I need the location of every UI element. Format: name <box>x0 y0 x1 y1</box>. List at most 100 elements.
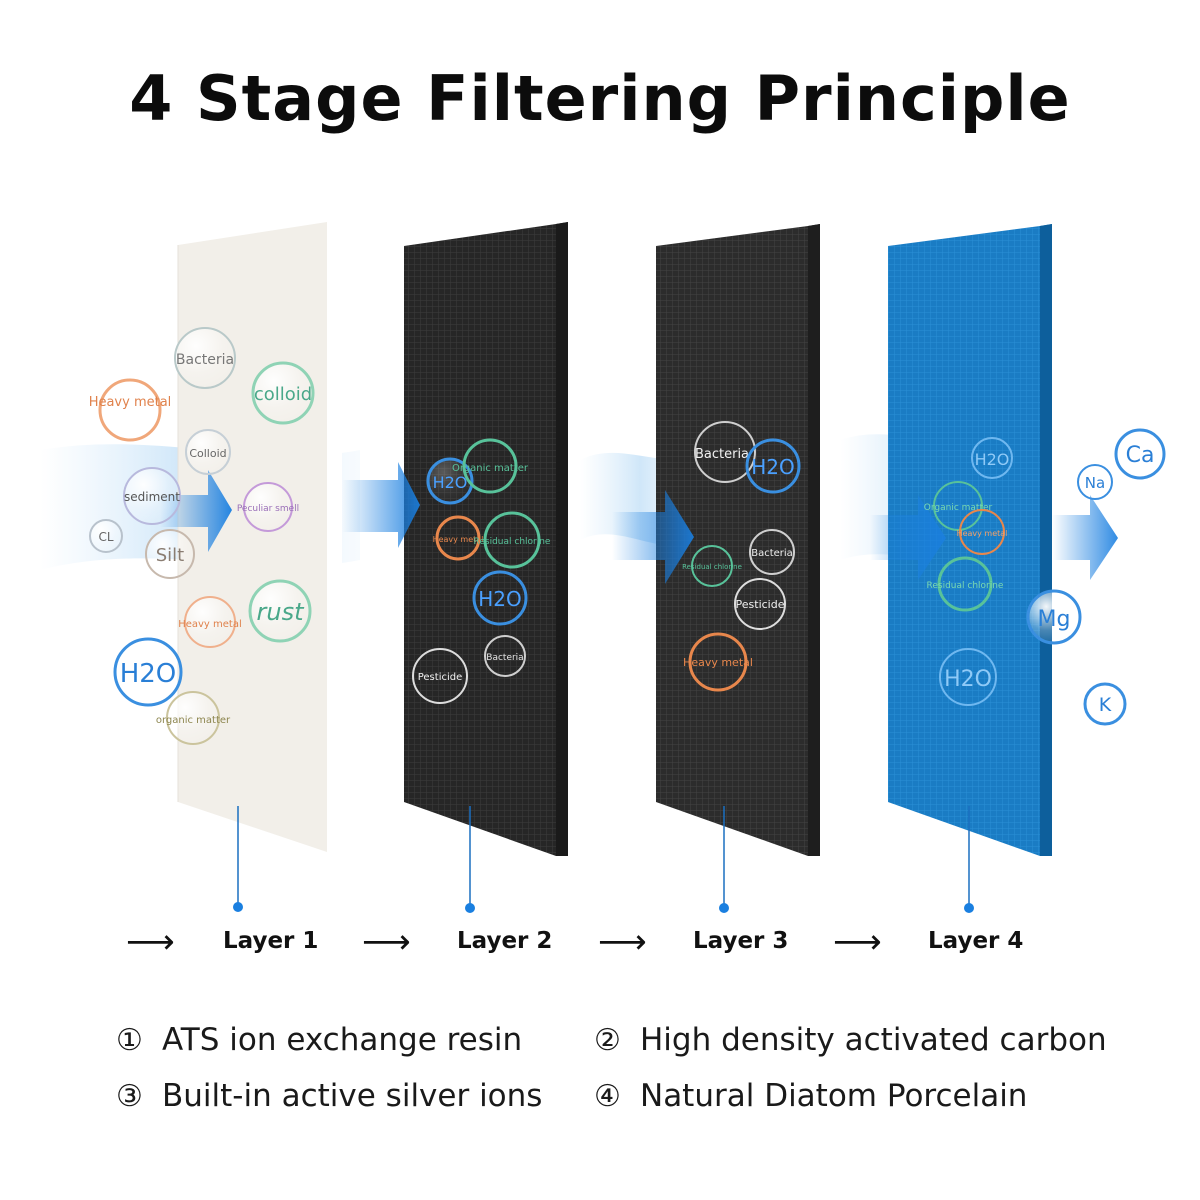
bubble-label: Silt <box>156 545 185 566</box>
description-item: ④ Natural Diatom Porcelain <box>594 1078 1027 1114</box>
bubble-label: Na <box>1085 474 1105 492</box>
bubble-label: H2O <box>478 587 522 611</box>
bubble-label: Heavy metal <box>683 656 753 669</box>
layer1-panel <box>177 222 342 852</box>
bubble: Heavy metal <box>89 378 172 442</box>
arrow-glyph: ⟶ <box>126 922 175 962</box>
description-item: ② High density activated carbon <box>594 1022 1107 1058</box>
bubble-label: sediment <box>124 490 180 504</box>
bubble: Heavy metal <box>683 632 753 692</box>
layer-label-2: Layer 2 <box>457 928 553 954</box>
bubble: K <box>1083 682 1127 726</box>
bubble-label: K <box>1099 694 1112 716</box>
bubble-label: Organic matter <box>924 503 993 513</box>
bubble: H2O <box>939 648 997 706</box>
flow-arrow-4 <box>870 495 946 580</box>
bubble: H2O <box>745 438 801 494</box>
bubble: colloid <box>251 361 315 425</box>
bubble: Residual chlorine <box>474 511 551 569</box>
page-title: 4 Stage Filtering Principle <box>129 62 1071 135</box>
bubble: Silt <box>145 529 195 579</box>
bubble: Bacteria <box>749 529 795 575</box>
bubble-label: Bacteria <box>176 352 234 368</box>
bubble: H2O <box>472 570 528 626</box>
bubble: Heavy metal <box>178 596 242 648</box>
bubble-label: Residual chlorine <box>682 563 742 571</box>
flow-arrow-3 <box>612 490 694 584</box>
bubble: CL <box>89 519 123 553</box>
bubble: H2O <box>971 437 1013 479</box>
bubble-label: organic matter <box>156 715 231 726</box>
bubble-label: Pesticide <box>418 672 463 683</box>
description-number: ③ <box>116 1079 143 1114</box>
bubble-label: H2O <box>944 667 992 692</box>
arrow-glyph: ⟶ <box>362 922 411 962</box>
layer-label-4: Layer 4 <box>928 928 1024 954</box>
layer3-bubbles: Bacteria H2O Residual chlorine Bacteria … <box>682 421 801 692</box>
bubble-label: Heavy metal <box>957 529 1008 538</box>
bubble-label: Heavy metal <box>89 395 172 410</box>
description-text: High density activated carbon <box>640 1022 1107 1058</box>
bubble: Organic matter <box>924 481 993 531</box>
bubble-label: Pesticide <box>736 598 785 611</box>
description-number: ② <box>594 1023 621 1058</box>
bubble: organic matter <box>156 691 231 745</box>
description-item: ③ Built-in active silver ions <box>116 1078 542 1114</box>
bubble-label: Residual chlorine <box>927 581 1004 591</box>
layer4-panel <box>888 224 1052 856</box>
bubble-label: Mg <box>1038 607 1071 632</box>
bubble: Peculiar smell <box>237 482 299 532</box>
flow-arrow-1 <box>160 470 232 552</box>
bubble: Organic matter <box>452 438 529 494</box>
bubble: Mg <box>1026 589 1082 645</box>
arrow-glyph: ⟶ <box>598 922 647 962</box>
description-text: Built-in active silver ions <box>162 1078 543 1114</box>
bubble-label: H2O <box>120 659 177 689</box>
description-text: Natural Diatom Porcelain <box>640 1078 1028 1114</box>
bubble: Bacteria <box>174 327 236 389</box>
layer-label-3: Layer 3 <box>693 928 789 954</box>
bubble: Na <box>1077 464 1113 500</box>
bubble-label: Bacteria <box>751 548 793 559</box>
bubble: Pesticide <box>734 578 786 630</box>
flow-arrow-2 <box>342 462 420 548</box>
bubble: Heavy metal <box>957 509 1008 555</box>
layer-label-1: Layer 1 <box>223 928 319 954</box>
bubble-label: Organic matter <box>452 463 529 474</box>
leader-lines <box>233 806 974 913</box>
bubble-label: CL <box>98 530 113 544</box>
bubble-label: colloid <box>254 384 312 405</box>
bubble-label: Peculiar smell <box>237 504 299 514</box>
layer4-bubbles: H2O Organic matter Heavy metal Residual … <box>924 428 1166 726</box>
layer1-bubbles: Bacteria colloid Heavy metal Colloid sed… <box>89 327 315 745</box>
layer2-bubbles: H2O Organic matter Heavy metal Residual … <box>412 438 551 704</box>
bubble: sediment <box>123 467 181 525</box>
bubble-label: Bacteria <box>486 653 523 663</box>
bubble: Residual chlorine <box>682 545 742 587</box>
bubble: Residual chlorine <box>927 556 1004 612</box>
bubble: Ca <box>1114 428 1166 480</box>
bubble-label: Ca <box>1126 443 1155 468</box>
description-number: ④ <box>594 1079 621 1114</box>
description-number: ① <box>116 1023 143 1058</box>
bubble-label: Residual chlorine <box>474 537 551 547</box>
bubble: H2O <box>426 457 474 505</box>
bubble: rust <box>248 579 312 643</box>
bubble: H2O <box>113 637 183 707</box>
bubble: Heavy metal <box>433 515 483 561</box>
arrow-glyph: ⟶ <box>833 922 882 962</box>
bubble-label: Bacteria <box>695 447 749 462</box>
bubble-label: H2O <box>433 473 468 492</box>
layer3-panel <box>656 224 820 856</box>
bubble: Pesticide <box>412 648 468 704</box>
flow-arrow-out <box>1052 495 1118 580</box>
bubble-label: Heavy metal <box>178 619 242 630</box>
bubble: Bacteria <box>484 635 526 677</box>
bubble: Colloid <box>185 429 231 475</box>
bubble-label: H2O <box>975 450 1010 469</box>
bubble-label: Colloid <box>189 447 226 460</box>
bubble-label: H2O <box>751 455 795 479</box>
bubble-label: rust <box>257 598 306 626</box>
